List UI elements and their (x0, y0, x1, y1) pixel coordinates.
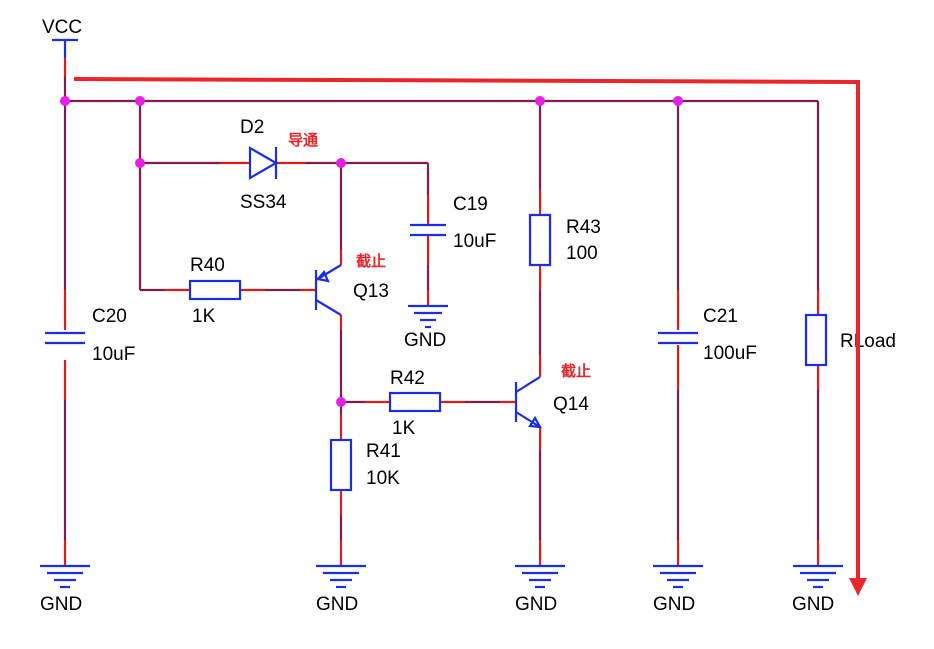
q14-ref: Q14 (553, 394, 589, 415)
junction-dot (60, 96, 70, 106)
r42-ref: R42 (390, 368, 425, 389)
junction-dot (135, 158, 145, 168)
c20-ref: C20 (92, 306, 127, 327)
diode-d2: D2 SS34 导通 (240, 117, 318, 213)
c21-ref: C21 (703, 306, 738, 327)
c19-value: 10uF (453, 231, 496, 252)
gnd-label-r41: GND (316, 594, 358, 615)
junction-dot (336, 158, 346, 168)
c21-value: 100uF (703, 343, 757, 364)
junction-dot (535, 96, 545, 106)
capacitor-c21: C21 100uF (658, 306, 757, 364)
r42-value: 1K (392, 418, 416, 439)
gnd-label-c19: GND (404, 330, 446, 351)
gnd-symbol-q14: GND (515, 564, 565, 615)
gnd-symbol-rload: GND (792, 564, 843, 615)
r40-value: 1K (192, 306, 216, 327)
d2-value: SS34 (240, 192, 287, 213)
transistor-q13: 截止 Q13 (314, 252, 389, 316)
d2-ref: D2 (240, 117, 264, 138)
r43-value: 100 (566, 243, 598, 264)
c19-ref: C19 (453, 194, 488, 215)
gnd-label-c20: GND (40, 594, 82, 615)
gnd-symbol-c20: GND (40, 564, 90, 615)
capacitor-c20: C20 10uF (45, 306, 135, 365)
q13-ref: Q13 (353, 281, 389, 302)
r41-value: 10K (366, 468, 400, 489)
r43-ref: R43 (566, 217, 601, 238)
q13-state: 截止 (356, 252, 386, 270)
pin-leads (63, 161, 820, 565)
junction-dot (135, 96, 145, 106)
r40-ref: R40 (190, 255, 225, 276)
gnd-symbol-r41: GND (316, 564, 366, 615)
transistor-q14: 截止 Q14 (514, 362, 591, 429)
current-path-arrow (73, 77, 867, 596)
d2-state: 导通 (288, 131, 318, 149)
capacitor-c19: C19 10uF (410, 194, 496, 252)
vcc-symbol: VCC (42, 17, 82, 76)
c20-value: 10uF (92, 344, 135, 365)
junction-dot (336, 397, 346, 407)
resistor-r42: R42 1K (388, 368, 442, 439)
junctions (60, 96, 683, 407)
gnd-symbol-c21: GND (653, 564, 703, 615)
gnd-symbol-c19: GND (404, 304, 448, 351)
r41-ref: R41 (366, 441, 401, 462)
gnd-label-c21: GND (653, 594, 695, 615)
resistor-r41: R41 10K (329, 438, 401, 492)
junction-dot (673, 96, 683, 106)
q14-state: 截止 (561, 362, 591, 380)
resistor-rload: RLoad (804, 313, 896, 367)
rload-ref: RLoad (840, 331, 896, 352)
vcc-label: VCC (42, 17, 82, 38)
wires (63, 76, 820, 540)
resistor-r40: R40 1K (188, 255, 242, 327)
resistor-r43: R43 100 (528, 213, 601, 267)
gnd-label-q14: GND (515, 594, 557, 615)
gnd-label-rload: GND (792, 594, 834, 615)
